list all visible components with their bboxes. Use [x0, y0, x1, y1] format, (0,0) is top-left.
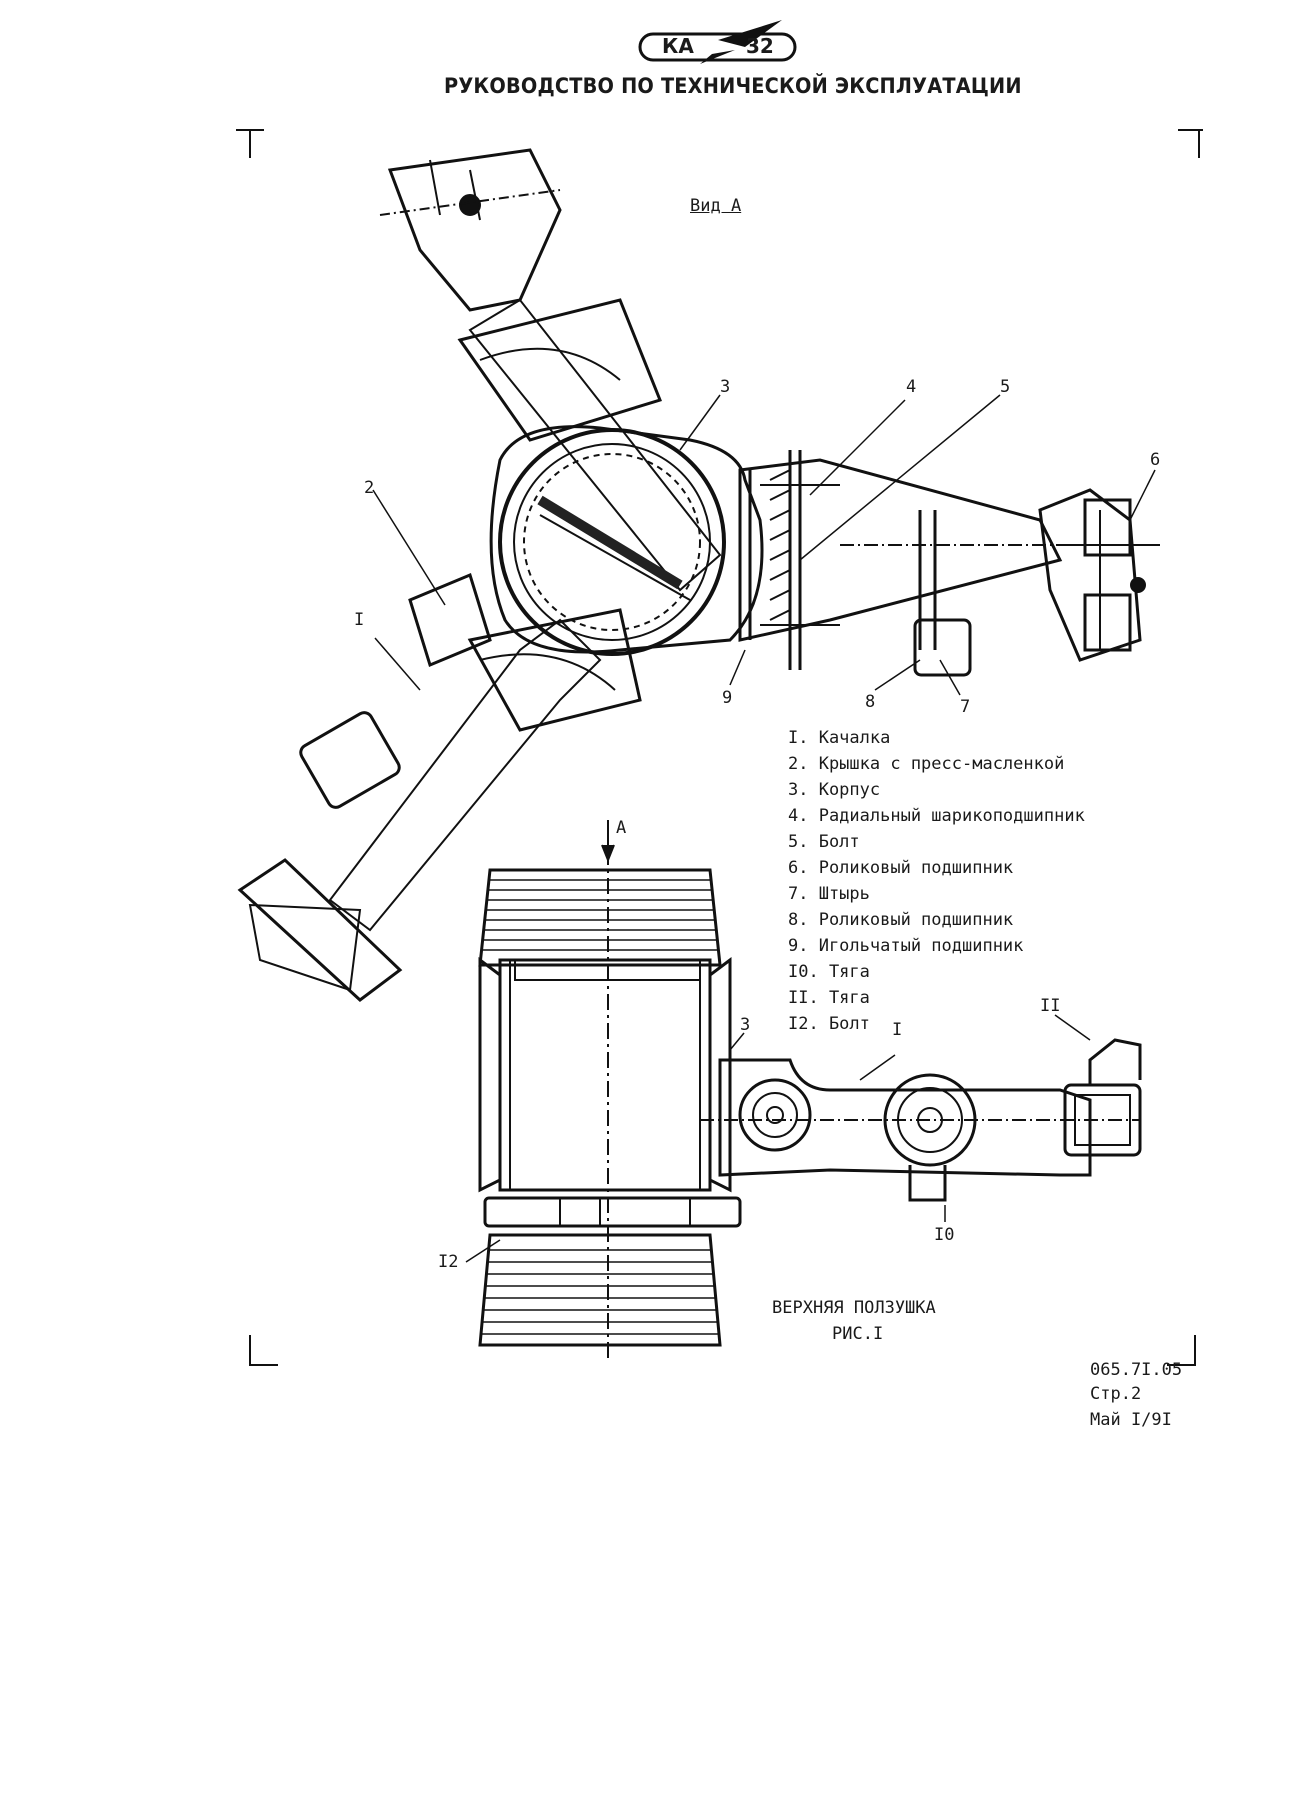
arrow-a-label: А: [616, 818, 627, 838]
document-code: 065.7I.05: [1090, 1360, 1183, 1380]
figure-caption-title: ВЕРХНЯЯ ПОЛЗУШКА: [772, 1298, 936, 1318]
legend-item: I2. Болт: [788, 1014, 870, 1034]
revision-date: Май I/9I: [1090, 1410, 1172, 1430]
parts-legend: I. Качалка 2. Крышка с пресс-масленкой 3…: [788, 728, 1088, 1034]
logo-text-right: 32: [746, 34, 774, 58]
view-label: Вид А: [690, 196, 742, 216]
callout-bottom-3: 3: [740, 1015, 751, 1035]
legend-item: 8. Роликовый подшипник: [788, 910, 1014, 930]
legend-item: I. Качалка: [788, 728, 891, 748]
callout-4: 4: [906, 377, 917, 397]
callout-5: 5: [1000, 377, 1011, 397]
upper-view-drawing: [237, 148, 1160, 1002]
callout-7: 7: [960, 697, 971, 717]
legend-item: 2. Крышка с пресс-масленкой: [788, 754, 1065, 774]
callout-bottom-1: I: [892, 1020, 903, 1040]
crop-marks: [236, 129, 1203, 1366]
page-number: Стр.2: [1090, 1384, 1142, 1404]
legend-item: 3. Корпус: [788, 780, 881, 800]
callout-bottom-11: II: [1040, 996, 1061, 1016]
callout-9: 9: [722, 688, 733, 708]
legend-item: 9. Игольчатый подшипник: [788, 936, 1024, 956]
logo-text-left: КА: [662, 34, 694, 58]
manual-title: РУКОВОДСТВО ПО ТЕХНИЧЕСКОЙ ЭКСПЛУАТАЦИИ: [444, 74, 1022, 98]
legend-item: 4. Радиальный шарикоподшипник: [788, 806, 1085, 826]
callout-1: I: [354, 610, 365, 630]
legend-item: 6. Роликовый подшипник: [788, 858, 1014, 878]
callout-2: 2: [364, 478, 375, 498]
lower-view-drawing: [478, 820, 1142, 1360]
legend-item: 7. Штырь: [788, 884, 870, 904]
legend-item: II. Тяга: [788, 988, 870, 1008]
callout-8: 8: [865, 692, 876, 712]
callout-3: 3: [720, 377, 731, 397]
legend-item: 5. Болт: [788, 832, 860, 852]
figure-caption-number: РИС.I: [832, 1324, 884, 1344]
callout-bottom-12: I2: [438, 1252, 459, 1272]
leader-lines: [372, 394, 1156, 1263]
legend-item: I0. Тяга: [788, 962, 870, 982]
kamov-logo: [638, 20, 797, 64]
callout-bottom-10: I0: [934, 1225, 955, 1245]
callout-6: 6: [1150, 450, 1161, 470]
